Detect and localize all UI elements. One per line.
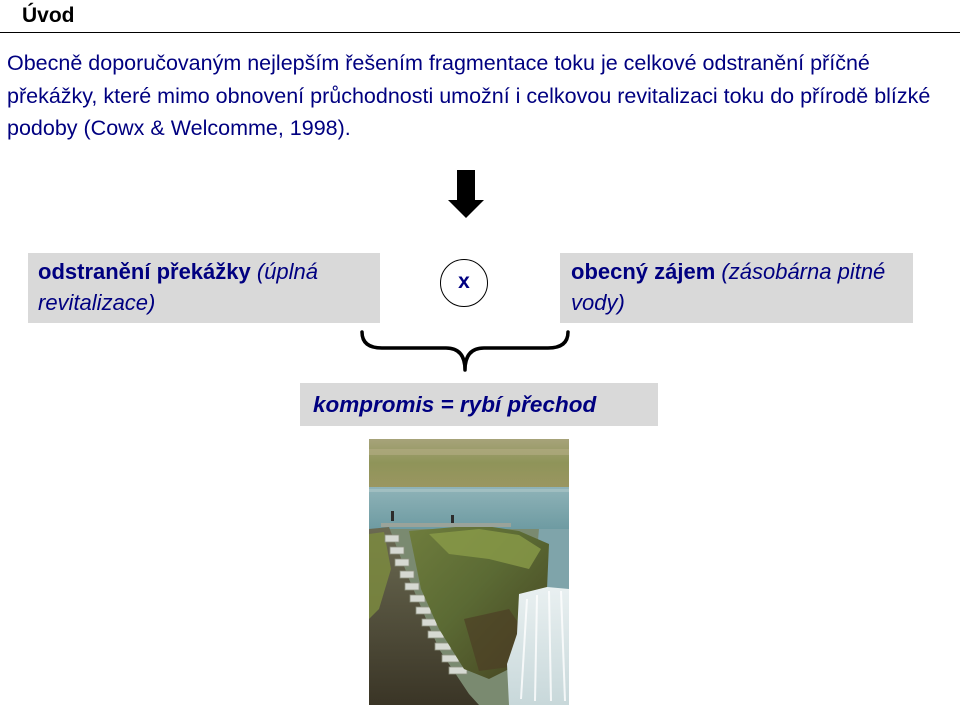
arrow-down-icon [448,170,484,218]
curly-brace-icon [360,330,570,372]
slide-title: Úvod [22,4,75,27]
option-remove-barrier-note: (úplná revitalizace) [38,259,319,315]
option-public-interest-note: (zásobárna pitné vody) [571,259,886,315]
option-remove-barrier-box: odstranění překážky (úplná revitalizace) [28,253,380,323]
intro-paragraph: Obecně doporučovaným nejlepším řešením f… [7,51,931,140]
compromise-box: kompromis = rybí přechod [300,383,658,426]
option-public-interest-label: obecný zájem [571,259,716,284]
option-public-interest-box: obecný zájem (zásobárna pitné vody) [560,253,913,323]
title-divider [0,32,960,33]
option-remove-barrier-label: odstranění překážky [38,259,251,284]
versus-circle: x [440,259,488,307]
fish-pass-photo [369,439,569,705]
